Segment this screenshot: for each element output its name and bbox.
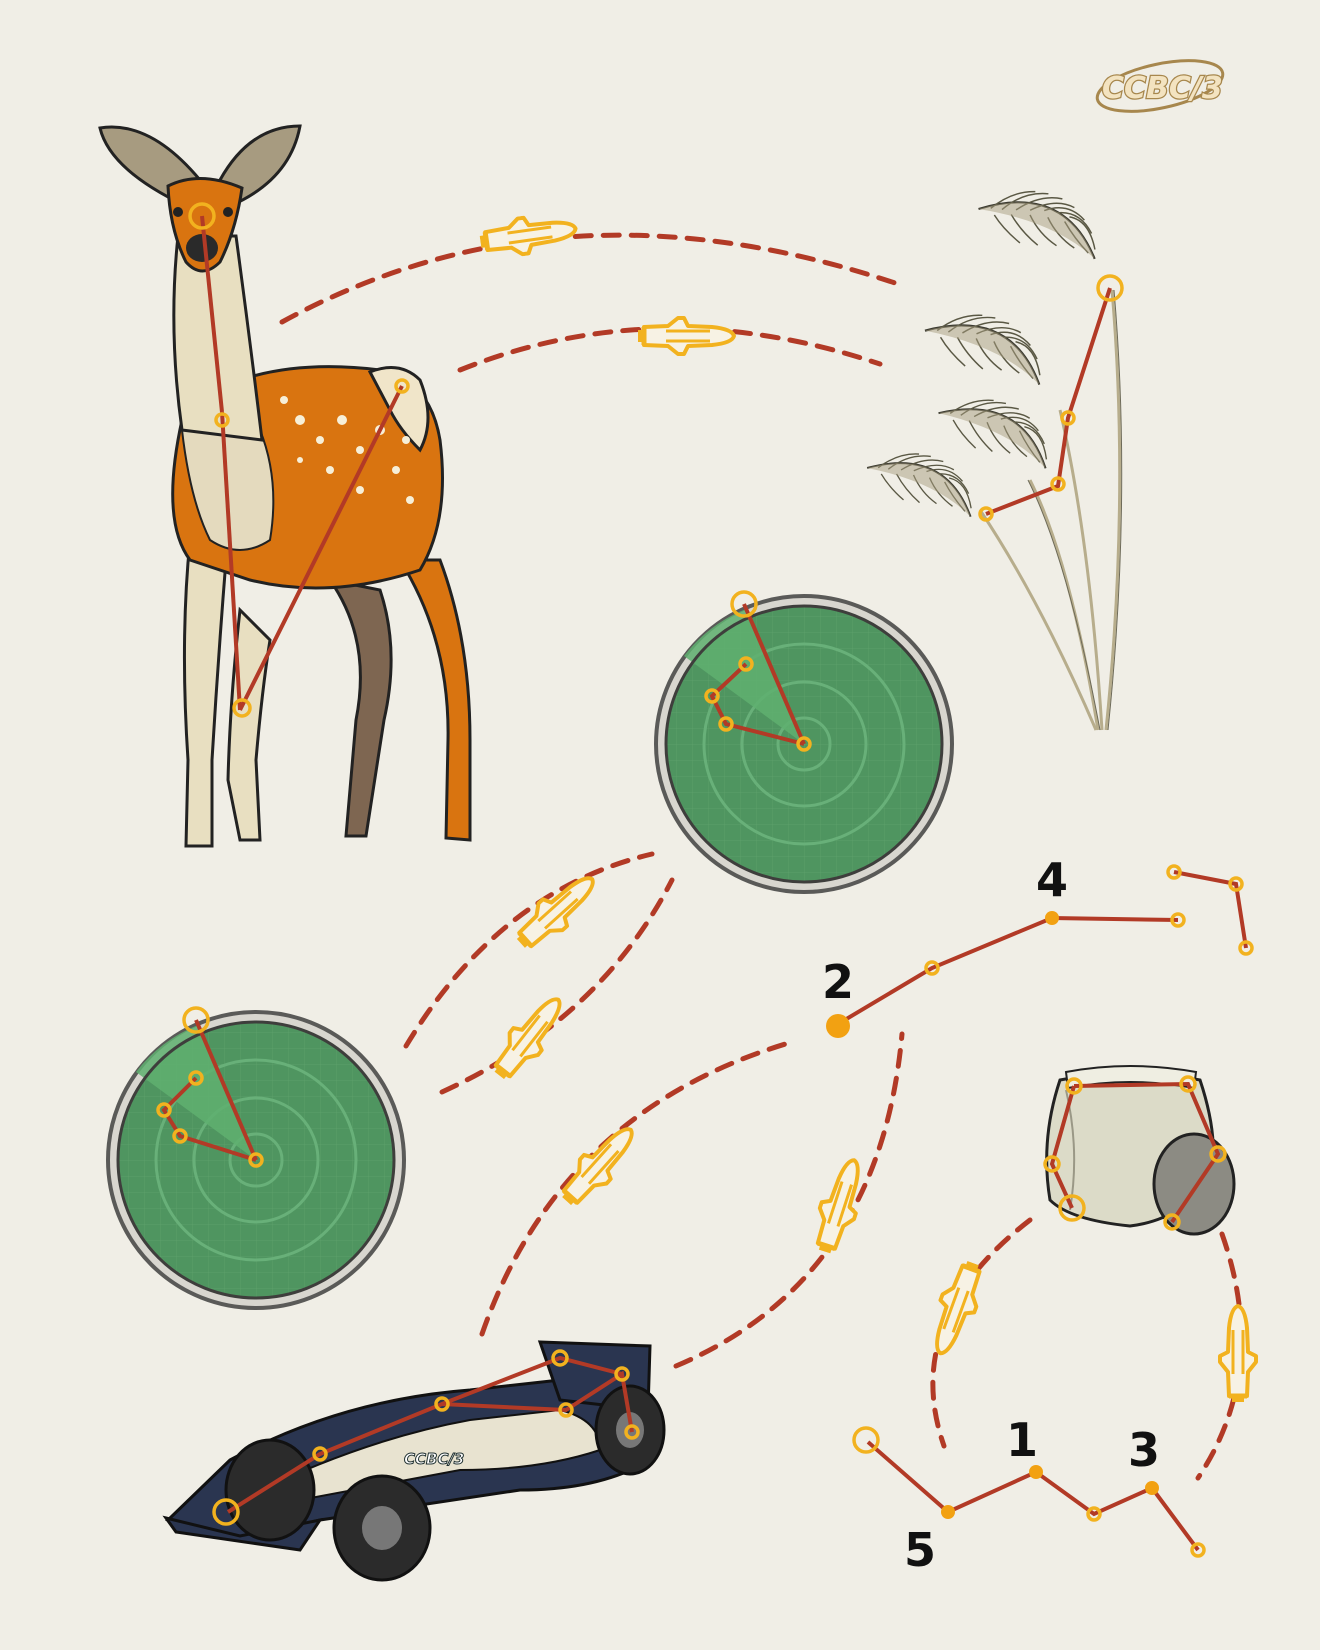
car-logo: CCBC/3 [404,1450,464,1468]
race-car-icon: CCBC/3 [162,1340,666,1582]
grass-plume [861,429,989,535]
flight-path [403,851,655,1049]
svg-text:CCBC/3: CCBC/3 [1102,71,1223,106]
radar-icon [654,590,954,894]
flight-paths [279,232,1244,1481]
grass-plume [972,165,1114,279]
star-marker-4 [1045,911,1059,925]
space-shuttle-icon [485,989,572,1087]
star-marker-5 [941,1505,955,1519]
brand-logo: CCBC/3 [1095,59,1225,113]
marker-label-1: 1 [1006,1413,1038,1467]
marker-label-4: 4 [1036,853,1068,907]
constellation-lower: 1 3 5 [852,1413,1206,1577]
diaper-icon [1043,1065,1236,1236]
grass-plume [918,287,1060,404]
flight-path [479,1039,795,1337]
deer-icon [98,124,472,848]
pampas-grass-icon [861,165,1124,731]
marker-label-2: 2 [822,955,854,1009]
star-marker-3 [1145,1481,1159,1495]
space-shuttle-icon [807,1155,871,1257]
flight-path [673,1031,905,1369]
space-shuttle-icon [638,318,734,354]
marker-label-3: 3 [1128,1423,1160,1477]
radar-icon [106,1006,406,1310]
star-marker-2 [826,1014,850,1038]
space-shuttle-icon [1220,1306,1256,1402]
marker-label-5: 5 [904,1523,936,1577]
constellation-upper: 2 4 [822,853,1254,1038]
star-marker-1 [1029,1465,1043,1479]
flight-path [439,877,675,1095]
flight-path [279,232,901,325]
space-shuttle-icon [478,211,578,260]
space-shuttle-icon [923,1257,990,1360]
flight-path [1195,1231,1244,1481]
space-shuttle-icon [553,1118,644,1213]
